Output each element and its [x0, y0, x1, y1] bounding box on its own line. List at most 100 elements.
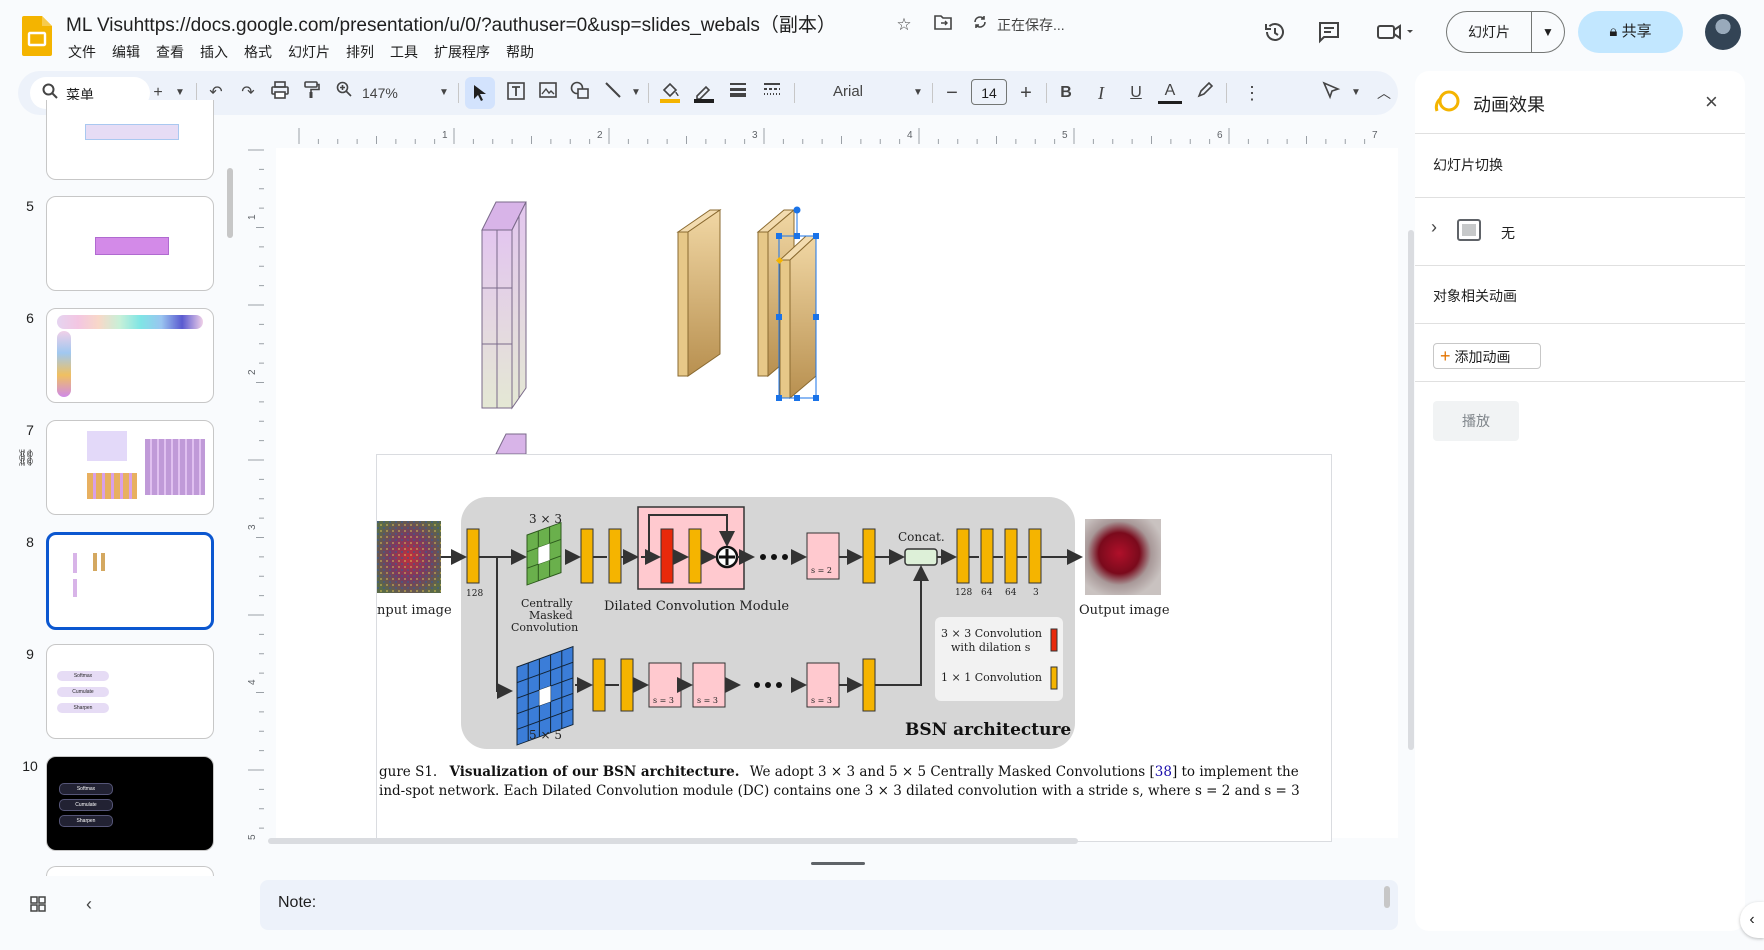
move-folder-icon[interactable]	[932, 14, 954, 36]
increase-font-size-icon[interactable]: +	[1020, 82, 1032, 104]
menu-extensions[interactable]: 扩展程序	[434, 44, 490, 60]
menu-slide[interactable]: 幻灯片	[288, 44, 330, 60]
zoom-level[interactable]: 147%	[362, 85, 398, 101]
bold-icon[interactable]: B	[1060, 84, 1072, 101]
comments-icon[interactable]	[1316, 20, 1342, 46]
slide-thumbnail-6[interactable]	[46, 308, 214, 403]
slide-thumbnail-5[interactable]	[46, 196, 214, 291]
edit-mode-icon[interactable]	[1320, 81, 1344, 105]
star-icon[interactable]: ☆	[896, 15, 912, 34]
vertical-scrollbar[interactable]	[1408, 230, 1414, 750]
shape-icon[interactable]	[568, 81, 592, 105]
add-animation-button[interactable]: +添加动画	[1433, 343, 1541, 369]
print-icon[interactable]	[268, 81, 292, 105]
font-dropdown-icon[interactable]: ▼	[913, 87, 923, 98]
slide-thumbnail-8-selected[interactable]	[46, 532, 214, 630]
menu-view[interactable]: 查看	[156, 44, 184, 60]
search-label: 菜单	[66, 87, 94, 103]
font-family-select[interactable]: Arial	[833, 83, 864, 100]
paint-format-icon[interactable]	[300, 81, 324, 105]
decrease-font-size-icon[interactable]: −	[946, 82, 958, 104]
transition-value[interactable]: 无	[1501, 225, 1515, 241]
edit-mode-dropdown-icon[interactable]: ▼	[1351, 87, 1361, 98]
avatar[interactable]	[1705, 14, 1741, 50]
redo-icon[interactable]: ↷	[241, 84, 255, 101]
collapse-toolbar-icon[interactable]: ︿	[1377, 85, 1391, 101]
line-icon[interactable]	[602, 81, 626, 105]
new-slide-dropdown-icon[interactable]: ▼	[175, 87, 185, 98]
image-icon[interactable]	[536, 81, 560, 105]
menu-arrange[interactable]: 排列	[346, 44, 374, 60]
select-cursor-icon[interactable]	[465, 77, 495, 109]
line-dropdown-icon[interactable]: ▼	[631, 87, 641, 98]
caption-line-2: ind-spot network. Each Dilated Convoluti…	[379, 783, 1300, 799]
underline-icon[interactable]: U	[1130, 84, 1142, 101]
document-title[interactable]: ML Visuhttps://docs.google.com/presentat…	[66, 15, 836, 36]
text-color-icon[interactable]: A	[1158, 81, 1182, 104]
close-icon[interactable]: ×	[1705, 89, 1718, 114]
cmc-label-2: Masked	[529, 609, 573, 622]
horizontal-scrollbar[interactable]	[268, 838, 1078, 844]
zoom-dropdown-icon[interactable]: ▼	[439, 87, 449, 98]
border-dash-icon[interactable]	[760, 81, 784, 105]
collapse-filmstrip-icon[interactable]: ‹	[86, 894, 92, 914]
out-channels-0: 128	[955, 588, 972, 598]
version-history-icon[interactable]	[1262, 20, 1288, 46]
notes-resize-handle[interactable]	[811, 862, 865, 865]
slide-thumbnail-11[interactable]	[46, 866, 214, 876]
ruler-label: 2	[597, 130, 603, 141]
chevron-right-icon[interactable]: ›	[1431, 217, 1437, 237]
slideshow-dropdown-icon[interactable]: ▼	[1542, 25, 1554, 39]
slide-number: 10	[22, 758, 38, 774]
menu-format[interactable]: 格式	[244, 44, 272, 60]
text-box-icon[interactable]	[504, 81, 528, 105]
more-options-icon[interactable]: ⋮	[1243, 83, 1261, 103]
purple-cuboid-shape[interactable]	[481, 201, 527, 410]
stride-3-label-3: s = 3	[811, 696, 832, 705]
slide-thumbnail-9[interactable]: Softmax Cumulate Sharpen	[46, 644, 214, 739]
border-weight-icon[interactable]	[726, 81, 750, 105]
highlight-icon[interactable]	[1193, 81, 1217, 105]
menu-tools[interactable]: 工具	[390, 44, 418, 60]
stride-3-label-2: s = 3	[697, 696, 718, 705]
zoom-icon[interactable]	[332, 81, 356, 105]
slide-thumbnail-7[interactable]	[46, 420, 214, 515]
meet-camera-icon[interactable]	[1376, 20, 1416, 46]
border-color-icon[interactable]	[692, 81, 716, 105]
ruler-label: 5	[247, 834, 258, 840]
bsn-architecture-figure[interactable]: nput image 128 3 × 3 Centrally Masked Co…	[376, 454, 1332, 842]
menu-edit[interactable]: 编辑	[112, 44, 140, 60]
bsn-title: BSN architecture	[905, 720, 1071, 740]
slideshow-button[interactable]: 幻灯片 ▼	[1446, 11, 1565, 53]
side-panel-toggle-icon[interactable]: ‹	[1740, 902, 1764, 938]
caption-line-1: gure S1. Visualization of our BSN archit…	[379, 764, 1299, 780]
menu-help[interactable]: 帮助	[506, 44, 534, 60]
slideshow-label[interactable]: 幻灯片	[1447, 12, 1532, 52]
new-slide-icon[interactable]: +	[153, 84, 163, 101]
undo-icon[interactable]: ↶	[209, 84, 223, 101]
selected-gold-panel-shape[interactable]	[775, 206, 819, 402]
notes-placeholder: Note:	[278, 894, 317, 911]
blue-5x5-kernel	[516, 645, 574, 746]
italic-icon[interactable]: I	[1098, 83, 1104, 103]
gold-panel-shape[interactable]	[676, 209, 722, 377]
purple-cuboid-small-shape[interactable]	[495, 433, 527, 455]
menu-insert[interactable]: 插入	[200, 44, 228, 60]
play-button[interactable]: 播放	[1433, 401, 1519, 441]
speaker-notes[interactable]: Note:	[260, 880, 1398, 930]
slides-logo-icon[interactable]	[22, 16, 52, 56]
share-button[interactable]: 🔒︎ 共享	[1578, 11, 1683, 53]
divider	[1415, 381, 1745, 382]
slide-thumbnail-4[interactable]	[46, 100, 214, 180]
thumbnail-scrollbar[interactable]	[227, 168, 233, 238]
transition-preview-icon[interactable]	[1457, 219, 1481, 241]
font-size-input[interactable]: 14	[971, 79, 1007, 105]
fill-color-icon[interactable]	[658, 81, 682, 105]
grid-view-icon[interactable]	[30, 896, 46, 917]
menu-file[interactable]: 文件	[68, 44, 96, 60]
notes-scrollbar[interactable]	[1384, 886, 1390, 908]
thumb-label: Sharpen	[57, 703, 109, 713]
slide-thumbnail-10[interactable]: Softmax Cumulate Sharpen	[46, 756, 214, 851]
